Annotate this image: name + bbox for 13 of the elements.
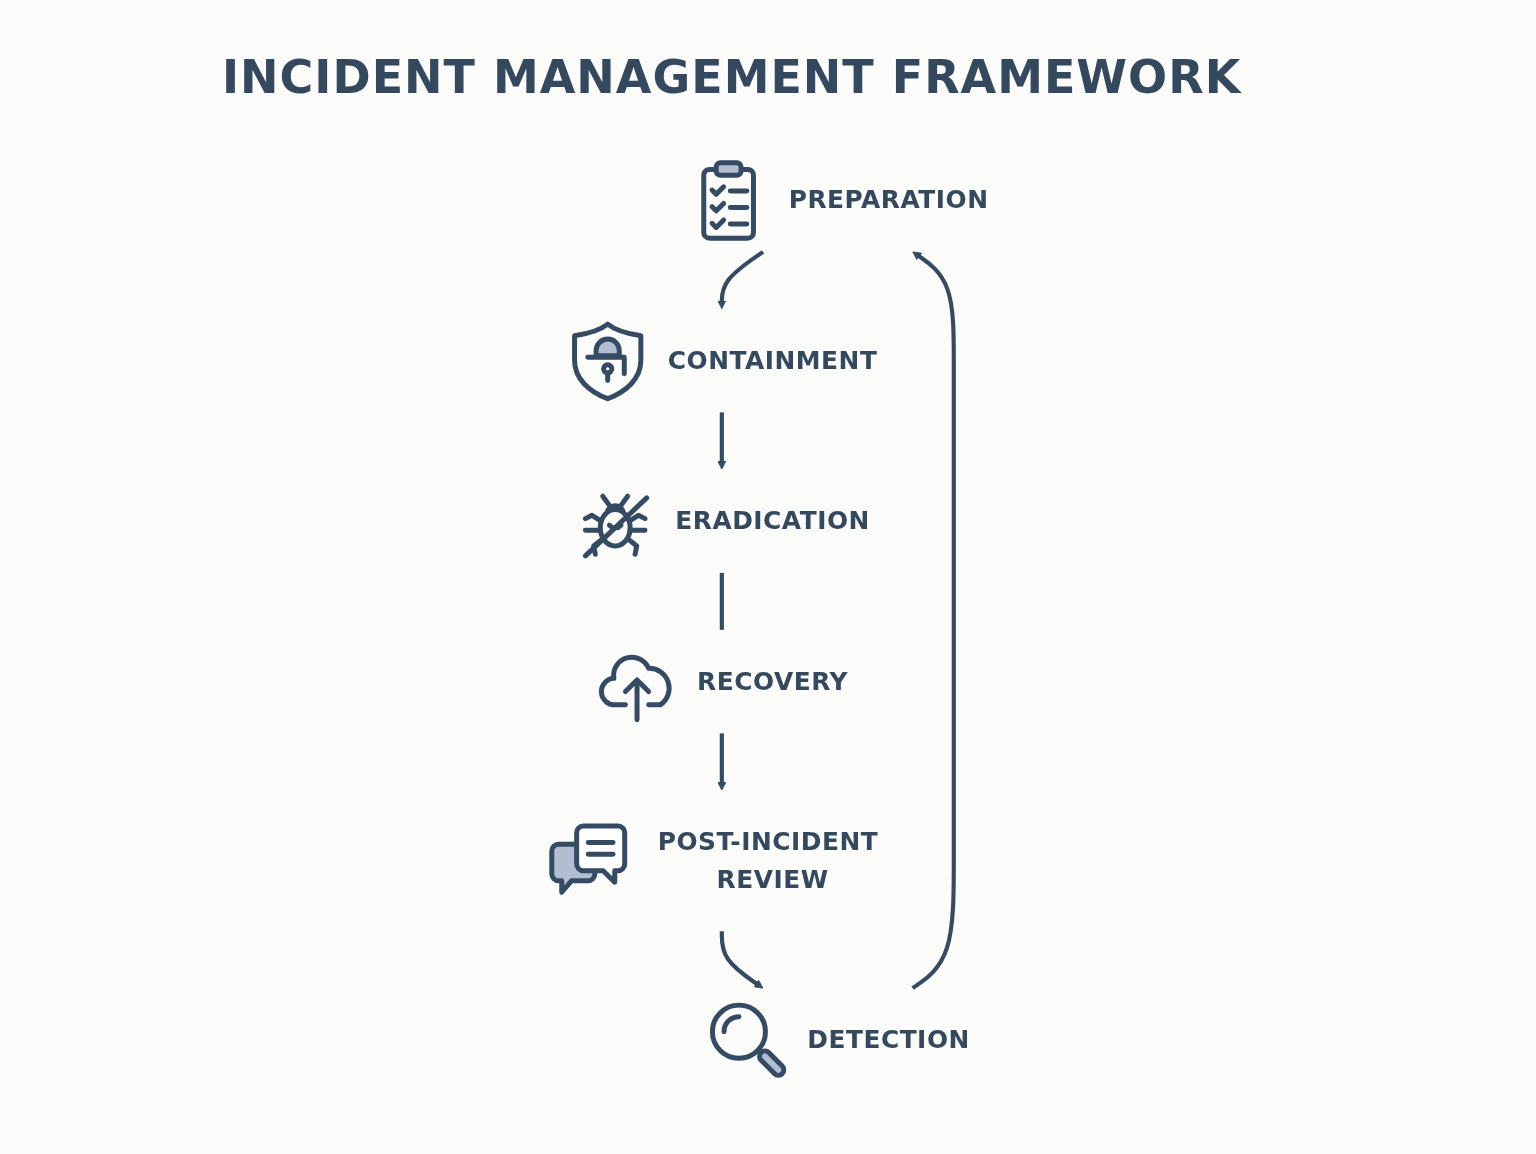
step-label: ERADICATION: [675, 505, 871, 538]
arrow: [911, 251, 957, 990]
step-label: PREPARATION: [789, 184, 989, 217]
arrow: [720, 931, 764, 989]
step-label: DETECTION: [807, 1024, 971, 1057]
step-label: RECOVERY: [697, 666, 849, 699]
diagram-title: INCIDENT MANAGEMENT FRAMEWORK: [222, 50, 1242, 104]
step-label: POST-INCIDENT REVIEW: [657, 826, 880, 896]
arrow: [717, 250, 765, 310]
step-label: CONTAINMENT: [668, 345, 878, 378]
arrow: [717, 412, 727, 470]
connector-line: [720, 572, 725, 630]
arrow: [717, 733, 727, 791]
